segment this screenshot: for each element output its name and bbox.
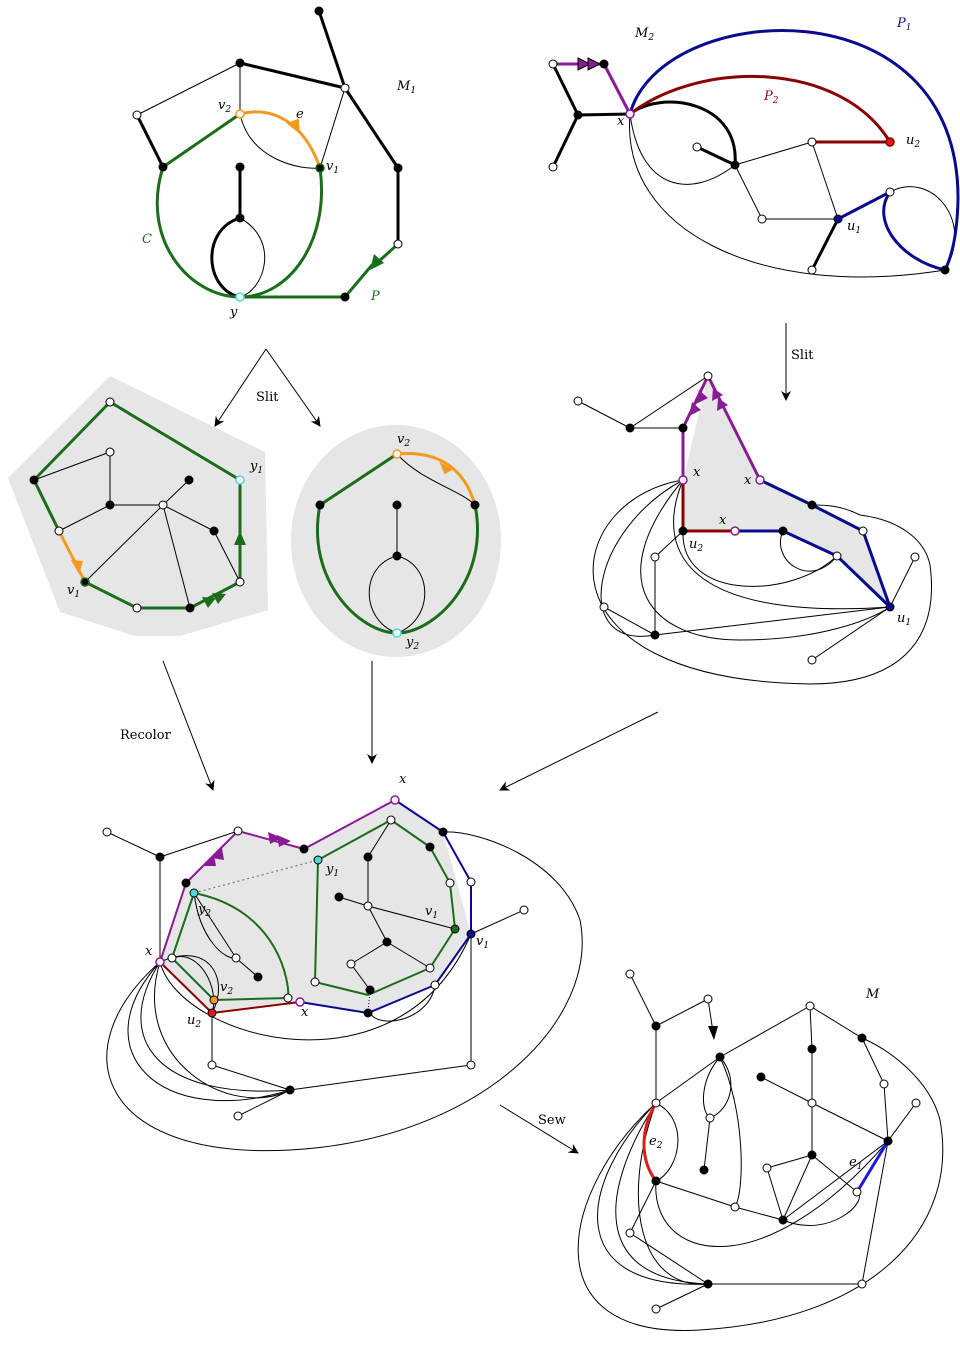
m2-vertices	[548, 59, 950, 275]
svg-text:P2: P2	[763, 89, 779, 106]
slit-right-map: x x x u2 u1	[573, 371, 932, 685]
m1-vertices	[132, 6, 403, 302]
map-m1	[135, 10, 400, 299]
svg-text:x: x	[719, 513, 727, 528]
map-m2	[551, 29, 960, 278]
svg-text:e: e	[296, 107, 304, 122]
svg-text:v1: v1	[425, 904, 438, 921]
svg-text:v1: v1	[326, 159, 339, 176]
caption-slit-right: Slit	[791, 348, 814, 363]
svg-text:M1: M1	[396, 79, 416, 96]
slit-piece-a: y1 v1	[8, 376, 268, 636]
m1-labels: M1 v2 e v1 C P y	[142, 79, 416, 320]
caption-recolor: Recolor	[120, 728, 172, 743]
caption-sew: Sew	[538, 1113, 566, 1128]
svg-text:y: y	[229, 305, 238, 320]
svg-text:u2: u2	[187, 1013, 201, 1030]
svg-text:v2: v2	[397, 432, 410, 449]
flow-arrows	[162, 323, 791, 1154]
svg-text:u2: u2	[906, 133, 920, 150]
svg-text:M2: M2	[634, 26, 654, 43]
svg-text:x: x	[301, 1005, 309, 1020]
svg-text:x: x	[399, 772, 407, 787]
svg-text:u1: u1	[897, 611, 911, 628]
svg-text:v1: v1	[476, 934, 489, 951]
combined-map: x y1 y2 v1 v1 x v2 u2 x	[102, 772, 583, 1152]
svg-text:y1: y1	[325, 862, 339, 879]
svg-text:y2: y2	[405, 635, 419, 652]
svg-text:u2: u2	[689, 537, 703, 554]
svg-text:x: x	[617, 114, 625, 129]
svg-text:v1: v1	[67, 583, 80, 600]
svg-text:M: M	[865, 987, 880, 1002]
final-map-m: M e1 e2	[577, 969, 944, 1331]
svg-text:v2: v2	[218, 98, 231, 115]
svg-text:v2: v2	[220, 980, 233, 997]
svg-text:P1: P1	[896, 16, 911, 33]
svg-text:x: x	[693, 465, 701, 480]
svg-text:P: P	[370, 289, 380, 304]
caption-slit-left: Slit	[256, 390, 279, 405]
svg-text:y1: y1	[249, 459, 263, 476]
slit-piece-b: v2 y2	[291, 425, 501, 657]
svg-text:e2: e2	[649, 1134, 663, 1151]
svg-text:u1: u1	[847, 219, 861, 236]
svg-text:C: C	[142, 232, 152, 247]
svg-text:y2: y2	[197, 902, 211, 919]
svg-text:e1: e1	[849, 1155, 862, 1172]
m2-labels: M2 P1 P2 x u2 u1	[617, 16, 920, 236]
svg-text:x: x	[145, 944, 153, 959]
svg-text:x: x	[744, 473, 752, 488]
